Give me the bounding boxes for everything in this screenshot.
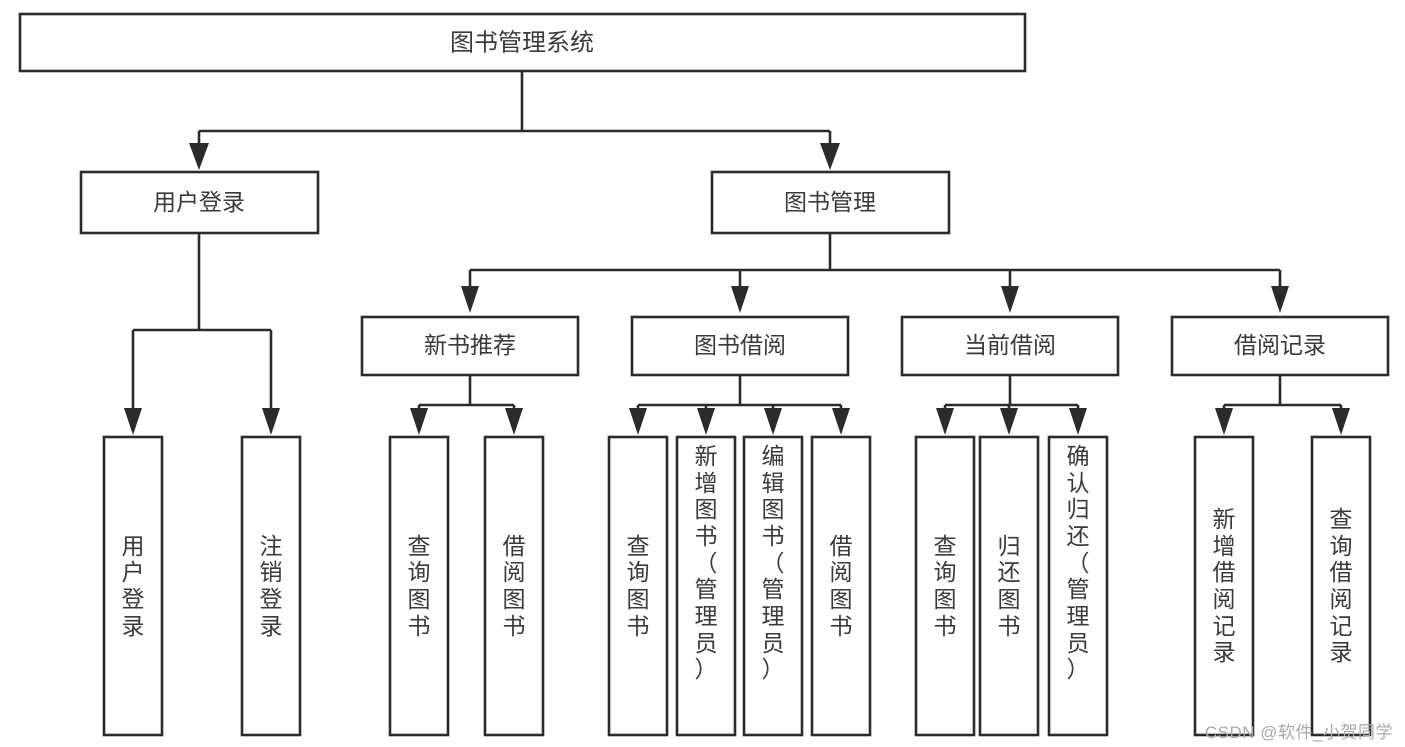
node-book-borrow[interactable]: 图书借阅 xyxy=(630,315,850,377)
node-root[interactable]: 图书管理系统 xyxy=(18,12,1027,73)
arrow-icon-to-leaf-cur-query-book xyxy=(936,408,954,435)
node-book-manage-label: 图书管理 xyxy=(784,189,876,215)
node-user-login-box[interactable] xyxy=(79,170,320,235)
leaf-box-group xyxy=(102,435,1372,737)
watermark-text: CSDN @软件_小贺同学 xyxy=(1204,723,1393,742)
arrow-icon-to-book-manage xyxy=(820,143,840,170)
node-book-borrow-box[interactable] xyxy=(630,315,850,377)
arrow-icon-to-book-borrow xyxy=(731,286,749,313)
node-book-borrow-label: 图书借阅 xyxy=(694,332,786,358)
arrowhead-group xyxy=(124,143,1350,435)
node-leaf-rec-query-book-box[interactable] xyxy=(388,435,450,737)
node-leaf-borrow-query-book-box[interactable] xyxy=(607,435,669,737)
node-borrow-record-label: 借阅记录 xyxy=(1234,332,1326,358)
node-leaf-cur-query-book-box[interactable] xyxy=(914,435,976,737)
arrow-icon-to-leaf-cur-return-book xyxy=(1000,408,1018,435)
node-leaf-rec-query-record-box[interactable] xyxy=(1310,435,1372,737)
arrow-icon-to-current-borrow xyxy=(1001,286,1019,313)
node-current-borrow-box[interactable] xyxy=(900,315,1120,377)
node-new-book-rec[interactable]: 新书推荐 xyxy=(360,315,580,377)
arrow-icon-to-leaf-rec-add-record xyxy=(1215,408,1233,435)
arrow-icon-to-leaf-borrow-borrow-book xyxy=(832,408,850,435)
arrow-icon-to-leaf-borrow-query-book xyxy=(629,408,647,435)
arrow-icon-to-leaf-borrow-edit-book xyxy=(764,408,782,435)
arrow-icon-to-leaf-user-login xyxy=(124,408,142,435)
node-current-borrow-label: 当前借阅 xyxy=(964,332,1056,358)
arrow-icon-to-leaf-cur-confirm-return xyxy=(1069,408,1087,435)
arrow-icon-to-leaf-rec-query-book xyxy=(410,408,428,435)
node-user-login[interactable]: 用户登录 xyxy=(79,170,320,235)
arrow-icon-to-user-login xyxy=(189,143,209,170)
arrow-icon-to-leaf-borrow-add-book xyxy=(697,408,715,435)
arrow-icon-to-leaf-logout xyxy=(262,408,280,435)
node-book-manage-box[interactable] xyxy=(710,170,951,235)
node-leaf-user-login-box[interactable] xyxy=(102,435,164,737)
node-new-book-rec-label: 新书推荐 xyxy=(424,332,516,358)
arrow-icon-to-leaf-rec-query-record xyxy=(1332,408,1350,435)
node-current-borrow[interactable]: 当前借阅 xyxy=(900,315,1120,377)
node-book-manage[interactable]: 图书管理 xyxy=(710,170,951,235)
node-leaf-cur-return-book-box[interactable] xyxy=(978,435,1040,737)
node-root-label: 图书管理系统 xyxy=(450,29,594,56)
arrow-icon-to-leaf-rec-borrow-book xyxy=(505,408,523,435)
arrow-icon-to-borrow-record xyxy=(1271,286,1289,313)
node-leaf-cur-confirm-return-box[interactable] xyxy=(1047,435,1109,737)
arrow-icon-to-new-book-rec xyxy=(461,286,479,313)
node-borrow-record-box[interactable] xyxy=(1170,315,1390,377)
node-leaf-borrow-borrow-book-box[interactable] xyxy=(810,435,872,737)
node-user-login-label: 用户登录 xyxy=(153,189,245,215)
node-leaf-rec-borrow-book-box[interactable] xyxy=(483,435,545,737)
node-leaf-borrow-add-book-box[interactable] xyxy=(675,435,737,737)
node-leaf-logout-box[interactable] xyxy=(240,435,302,737)
node-borrow-record[interactable]: 借阅记录 xyxy=(1170,315,1390,377)
node-new-book-rec-box[interactable] xyxy=(360,315,580,377)
node-leaf-rec-add-record-box[interactable] xyxy=(1193,435,1255,737)
node-leaf-borrow-edit-book-box[interactable] xyxy=(742,435,804,737)
node-root-box[interactable] xyxy=(18,12,1027,73)
